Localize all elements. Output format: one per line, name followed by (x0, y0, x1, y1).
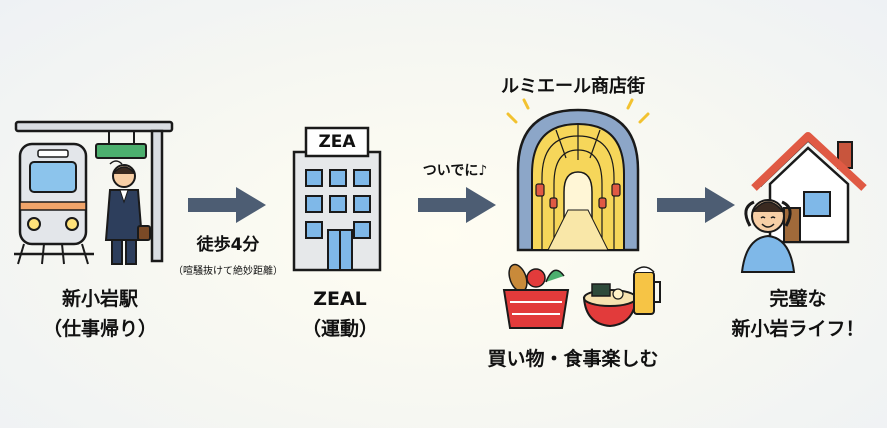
arrow-2-icon (418, 187, 496, 223)
home-label-line2: 新小岩ライフ！ (731, 318, 865, 340)
home-label-line1: 完璧な (769, 288, 827, 310)
gym-label: ZEAL （運動） (270, 284, 410, 344)
ramen-beer-icon (582, 262, 662, 332)
by-the-way-label: ついでに♪ (422, 163, 488, 179)
home-label: 完璧な 新小岩ライフ！ (718, 284, 878, 344)
shopping-basket-icon (500, 262, 572, 332)
walk-label: 徒歩4分 (196, 235, 260, 255)
station-illustration (14, 118, 179, 278)
home-illustration (740, 130, 872, 273)
arcade-caption: 買い物・食事楽しむ (487, 348, 659, 370)
gym-label-line1: ZEAL (313, 288, 367, 310)
station-label: 新小岩駅 （仕事帰り） (30, 284, 170, 344)
arrow-3-icon (657, 187, 735, 223)
arcade-illustration (506, 98, 650, 258)
gym-sign-text: ZEA (318, 132, 356, 152)
station-label-line1: 新小岩駅 (61, 288, 138, 310)
station-label-line2: （仕事帰り） (42, 318, 157, 340)
arcade-title: ルミエール商店街 (501, 76, 645, 97)
gym-label-line2: （運動） (301, 318, 378, 340)
arrow-1-icon (188, 187, 266, 223)
walk-note: （喧騒抜けて絶妙距離） (173, 266, 283, 277)
gym-building: ZEA (288, 122, 388, 272)
